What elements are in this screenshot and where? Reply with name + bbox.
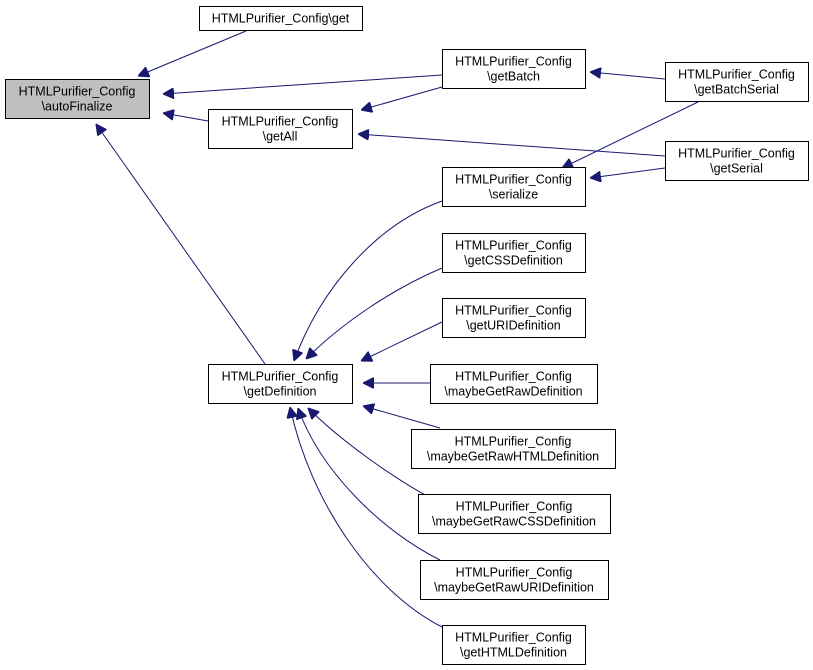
node-getCSSDefinition[interactable]: HTMLPurifier_Config\getCSSDefinition: [442, 233, 586, 273]
node-label-line: HTMLPurifier_Config: [456, 500, 573, 514]
node-get[interactable]: HTMLPurifier_Config\get: [199, 6, 363, 31]
node-box: [442, 49, 586, 89]
nodes-layer: HTMLPurifier_Config\autoFinalizeHTMLPuri…: [5, 6, 809, 665]
node-label-line: HTMLPurifier_Config\get: [212, 12, 350, 26]
edge-line: [298, 408, 441, 561]
edge-serialize-to-getDefinition: [294, 200, 443, 361]
edge-getBatch-to-autoFinalize: [163, 74, 443, 94]
node-label-line: HTMLPurifier_Config: [455, 173, 572, 187]
node-getSerial[interactable]: HTMLPurifier_Config\getSerial: [665, 141, 809, 181]
node-label-line: \maybeGetRawURIDefinition: [434, 581, 594, 595]
node-label-line: \maybeGetRawDefinition: [444, 385, 582, 399]
edge-line: [163, 113, 209, 122]
node-box: [442, 233, 586, 273]
node-serialize[interactable]: HTMLPurifier_Config\serialize: [442, 167, 586, 207]
node-box: [5, 79, 150, 119]
node-label-line: HTMLPurifier_Config: [455, 239, 572, 253]
edge-line: [590, 72, 666, 80]
node-maybeGetRawDefinition[interactable]: HTMLPurifier_Config\maybeGetRawDefinitio…: [430, 364, 598, 404]
node-label-line: HTMLPurifier_Config: [456, 566, 573, 580]
node-box: [420, 560, 609, 600]
edge-line: [306, 267, 443, 359]
edge-getCSSDefinition-to-getDefinition: [306, 267, 443, 359]
node-label-line: HTMLPurifier_Config: [678, 147, 795, 161]
node-label-line: \getSerial: [710, 162, 763, 176]
node-maybeGetRawURIDefinition[interactable]: HTMLPurifier_Config\maybeGetRawURIDefini…: [420, 560, 609, 600]
edge-line: [361, 86, 443, 110]
node-label-line: \maybeGetRawHTMLDefinition: [427, 450, 599, 464]
edge-get-to-autoFinalize: [138, 30, 247, 76]
node-label-line: \getBatchSerial: [694, 83, 779, 97]
node-label-line: \autoFinalize: [42, 100, 113, 114]
node-maybeGetRawCSSDefinition[interactable]: HTMLPurifier_Config\maybeGetRawCSSDefini…: [418, 494, 611, 534]
edge-line: [363, 406, 441, 429]
node-label-line: \getDefinition: [244, 385, 317, 399]
node-label-line: \maybeGetRawCSSDefinition: [432, 515, 596, 529]
node-label-line: \getBatch: [487, 70, 540, 84]
edge-getBatch-to-getAll: [361, 86, 443, 110]
node-maybeGetRawHTMLDefinition[interactable]: HTMLPurifier_Config\maybeGetRawHTMLDefin…: [411, 429, 616, 469]
node-label-line: HTMLPurifier_Config: [678, 68, 795, 82]
edge-line: [361, 321, 443, 361]
node-getBatchSerial[interactable]: HTMLPurifier_Config\getBatchSerial: [665, 62, 809, 102]
node-label-line: HTMLPurifier_Config: [455, 304, 572, 318]
edge-getDefinition-to-autoFinalize: [96, 124, 266, 365]
edge-getHTMLDefinition-to-getDefinition: [290, 407, 443, 628]
node-label-line: HTMLPurifier_Config: [222, 370, 339, 384]
node-box: [430, 364, 598, 404]
node-label-line: HTMLPurifier_Config: [455, 435, 572, 449]
node-getAll[interactable]: HTMLPurifier_Config\getAll: [208, 109, 353, 149]
edge-maybeGetRawURIDefinition-to-getDefinition: [298, 408, 441, 561]
edge-getSerial-to-serialize: [590, 167, 666, 178]
node-box: [208, 109, 353, 149]
node-getBatch[interactable]: HTMLPurifier_Config\getBatch: [442, 49, 586, 89]
node-box: [411, 429, 616, 469]
edge-line: [138, 30, 247, 76]
node-box: [208, 364, 353, 404]
edge-line: [96, 124, 266, 365]
edge-line: [290, 407, 443, 628]
edge-line: [294, 200, 443, 361]
node-label-line: \getHTMLDefinition: [460, 646, 567, 660]
node-label-line: HTMLPurifier_Config: [455, 55, 572, 69]
edge-maybeGetRawHTMLDefinition-to-getDefinition: [363, 406, 441, 429]
edge-line: [562, 101, 699, 168]
node-getURIDefinition[interactable]: HTMLPurifier_Config\getURIDefinition: [442, 298, 586, 338]
node-box: [442, 625, 586, 665]
edges-layer: [96, 30, 699, 628]
edge-line: [358, 134, 666, 157]
node-label-line: \getAll: [263, 130, 298, 144]
edge-getBatchSerial-to-serialize: [562, 101, 699, 168]
node-label-line: HTMLPurifier_Config: [19, 85, 136, 99]
node-getDefinition[interactable]: HTMLPurifier_Config\getDefinition: [208, 364, 353, 404]
node-label-line: HTMLPurifier_Config: [455, 370, 572, 384]
edge-getAll-to-autoFinalize: [163, 113, 209, 122]
node-label-line: \getCSSDefinition: [464, 254, 563, 268]
edge-getURIDefinition-to-getDefinition: [361, 321, 443, 361]
edge-line: [590, 167, 666, 178]
node-box: [665, 141, 809, 181]
edge-getSerial-to-getAll: [358, 134, 666, 157]
node-autoFinalize[interactable]: HTMLPurifier_Config\autoFinalize: [5, 79, 150, 119]
node-label-line: HTMLPurifier_Config: [455, 631, 572, 645]
node-box: [199, 6, 363, 31]
node-label-line: \serialize: [489, 188, 538, 202]
node-box: [418, 494, 611, 534]
node-label-line: \getURIDefinition: [466, 319, 561, 333]
node-label-line: HTMLPurifier_Config: [222, 115, 339, 129]
edge-line: [163, 74, 443, 94]
node-box: [665, 62, 809, 102]
node-box: [442, 167, 586, 207]
node-getHTMLDefinition[interactable]: HTMLPurifier_Config\getHTMLDefinition: [442, 625, 586, 665]
edge-getBatchSerial-to-getBatch: [590, 72, 666, 80]
node-box: [442, 298, 586, 338]
